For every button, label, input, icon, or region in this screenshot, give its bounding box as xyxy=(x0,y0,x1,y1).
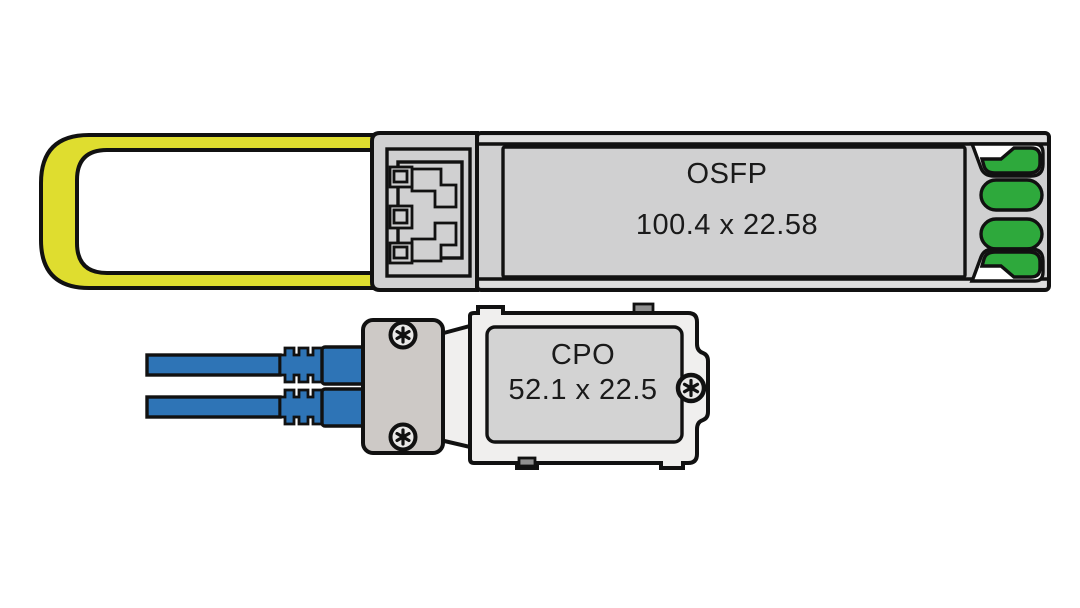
bottom-mount-tab xyxy=(517,456,537,468)
contact-finger-3 xyxy=(979,217,1044,251)
latch-tab-top xyxy=(388,165,414,189)
cpo-dimensions: 52.1 x 22.5 xyxy=(509,374,658,406)
fiber-cable-top xyxy=(145,345,374,386)
latch-bracket-bottom xyxy=(410,221,458,263)
cpo-module: CPO 52.1 x 22.5 xyxy=(145,302,710,470)
cable-jacket xyxy=(145,395,282,419)
strain-relief-ribs xyxy=(278,388,324,426)
label-recess xyxy=(501,145,967,279)
fiber-cable-bottom xyxy=(145,387,374,428)
top-rail xyxy=(480,136,1046,142)
contact-finger-4 xyxy=(979,250,1042,279)
osfp-dimensions: 100.4 x 22.58 xyxy=(636,209,818,241)
faceplate xyxy=(361,318,445,455)
cpo-label: CPO xyxy=(551,339,615,371)
latch-tab-middle xyxy=(388,204,414,230)
cable-jacket xyxy=(145,353,282,377)
screw-icon xyxy=(388,320,418,350)
strain-relief-ribs xyxy=(278,346,324,384)
bottom-rail xyxy=(480,281,1046,287)
latch-tab-bottom xyxy=(388,241,414,265)
screw-icon xyxy=(388,422,418,452)
osfp-label: OSFP xyxy=(687,158,768,190)
screw-icon xyxy=(675,372,707,404)
contact-finger-2 xyxy=(979,178,1044,212)
optical-connector-front xyxy=(370,131,479,292)
pull-tab-opening xyxy=(77,150,390,273)
osfp-housing xyxy=(475,131,1051,292)
edge-connector-contacts xyxy=(969,142,1045,283)
contact-finger-1 xyxy=(979,146,1042,175)
faceplate-plate xyxy=(361,318,445,455)
latch-bracket-top xyxy=(410,167,458,209)
osfp-module: OSFP 100.4 x 22.58 xyxy=(39,131,1051,292)
pull-tab xyxy=(39,133,392,290)
